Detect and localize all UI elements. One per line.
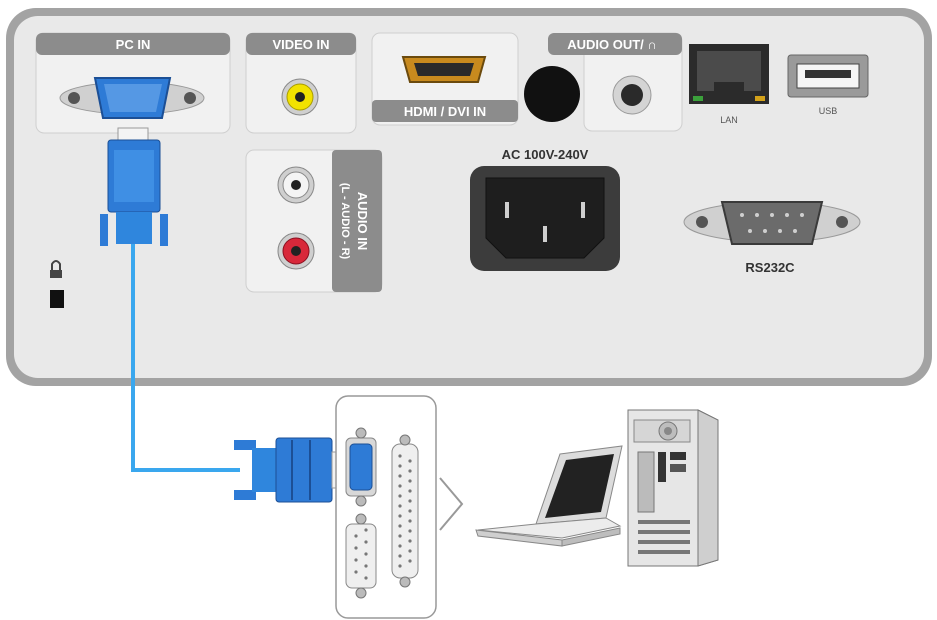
rs232c-label: RS232C [745,260,795,275]
video-in-label: VIDEO IN [272,37,329,52]
audio-in-label: AUDIO IN [355,192,370,251]
rs232c-port[interactable] [683,201,861,245]
computer-ports-panel [335,395,437,619]
audio-out-section: AUDIO OUT/ ∩ [548,32,683,132]
desktop-pc-icon [627,409,719,567]
usb-label: USB [819,106,838,116]
audio-out-jack[interactable] [612,75,652,115]
usb-port[interactable] [787,54,869,98]
vga-port[interactable] [59,77,205,119]
ac-power-socket[interactable] [470,166,620,271]
lan-label: LAN [720,115,738,125]
pc-in-section: PC IN [35,32,231,134]
audio-in-left-jack[interactable] [277,166,315,204]
pc-parallel-port[interactable] [391,434,419,588]
pc-serial-port[interactable] [345,513,377,599]
audio-in-sublabel: (L - AUDIO - R) [339,183,351,260]
hdmi-dvi-in-label: HDMI / DVI IN [404,104,486,119]
arrow-right-icon [439,477,464,531]
remote-sensor [524,66,580,122]
ac-power-label: AC 100V-240V [502,147,589,162]
video-in-section: VIDEO IN [245,32,357,134]
kensington-slot [50,290,64,308]
hdmi-section: HDMI / DVI IN [371,32,519,126]
audio-in-right-jack[interactable] [277,232,315,270]
hdmi-port[interactable] [401,56,487,83]
laptop-icon [475,445,623,547]
pc-in-label: PC IN [116,37,151,52]
lan-port[interactable] [689,44,769,104]
vga-cable [100,127,343,503]
video-in-jack[interactable] [281,78,319,116]
lock-icon [50,260,62,278]
pc-vga-port[interactable] [345,427,377,507]
audio-in-section: AUDIO IN (L - AUDIO - R) [245,149,383,293]
audio-out-label: AUDIO OUT/ ∩ [567,37,657,52]
